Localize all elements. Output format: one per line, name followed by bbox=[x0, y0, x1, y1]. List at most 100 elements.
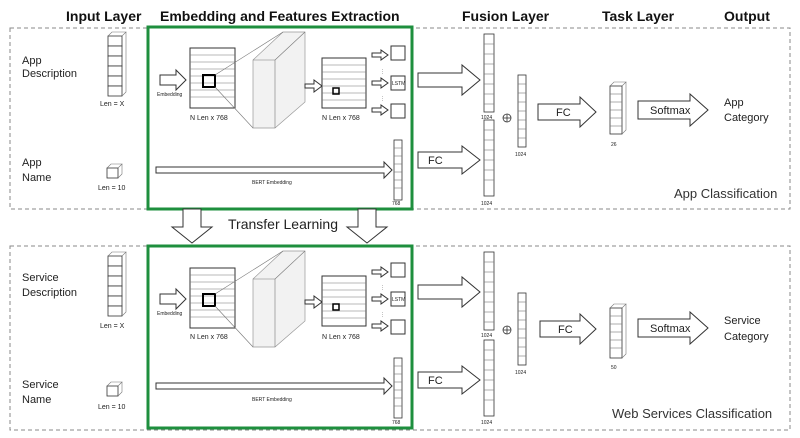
app-softmax-arrow bbox=[637, 92, 709, 128]
service-fusion-vector-1 bbox=[483, 251, 495, 331]
service-bert-vector bbox=[393, 357, 403, 419]
app-task-vector bbox=[609, 81, 627, 135]
header-output: Output bbox=[724, 8, 770, 24]
app-fusion-dim-2: 1024 bbox=[481, 201, 492, 207]
app-fc-label-2: FC bbox=[556, 107, 571, 119]
service-fusion-dim-2: 1024 bbox=[481, 420, 492, 426]
app-name-label-2: Name bbox=[22, 172, 51, 184]
transfer-arrow-right bbox=[345, 208, 389, 244]
service-fusion-vector-2 bbox=[483, 339, 495, 417]
service-concat-vector bbox=[517, 292, 527, 366]
app-bert-arrow bbox=[155, 160, 393, 180]
service-lstm-label: LSTM bbox=[392, 297, 405, 303]
app-embedding-highlight bbox=[146, 25, 414, 211]
service-pool-arrow bbox=[304, 295, 323, 309]
app-desc-label-1: App bbox=[22, 55, 42, 67]
app-desc-label-2: Description bbox=[22, 68, 77, 80]
service-name-label-2: Name bbox=[22, 394, 51, 406]
header-embedding: Embedding and Features Extraction bbox=[160, 8, 400, 24]
service-bert-dim: 768 bbox=[392, 420, 401, 426]
app-concat-icon bbox=[502, 113, 512, 123]
app-fc-arrow-1 bbox=[417, 144, 481, 176]
service-name-cube bbox=[106, 381, 123, 397]
header-task: Task Layer bbox=[602, 8, 675, 24]
transfer-section: Transfer Learning bbox=[170, 208, 389, 244]
service-name-label-1: Service bbox=[22, 379, 59, 391]
app-concat-dim: 1024 bbox=[515, 152, 526, 158]
header-fusion: Fusion Layer bbox=[462, 8, 550, 24]
service-task-vector bbox=[609, 303, 627, 359]
service-desc-len: Len = X bbox=[100, 323, 125, 330]
service-name-len: Len = 10 bbox=[98, 404, 126, 411]
app-desc-len: Len = X bbox=[100, 101, 125, 108]
service-caption: Web Services Classification bbox=[612, 406, 772, 421]
service-embedding-arrow bbox=[159, 287, 187, 311]
service-conv-prism bbox=[214, 250, 306, 348]
app-lstm-stack: ⋮ ⋮ bbox=[371, 45, 406, 119]
app-matrix-1 bbox=[189, 47, 236, 109]
service-output-2: Category bbox=[724, 331, 769, 343]
app-fc-arrow-2 bbox=[537, 95, 597, 129]
service-panel: Service Description Service Name Len = X… bbox=[22, 244, 772, 430]
app-matrix-label-1: N Len x 768 bbox=[190, 115, 228, 122]
service-bert-label: BERT Embedding bbox=[252, 397, 292, 403]
app-fusion-dim-1: 1024 bbox=[481, 115, 492, 121]
service-matrix-label-1: N Len x 768 bbox=[190, 334, 228, 341]
service-desc-label-1: Service bbox=[22, 272, 59, 284]
service-fc-label-2: FC bbox=[558, 324, 573, 336]
transfer-label: Transfer Learning bbox=[228, 216, 338, 232]
service-fc-label-1: FC bbox=[428, 375, 443, 387]
service-matrix-1 bbox=[189, 267, 236, 329]
app-output-1: App bbox=[724, 97, 744, 109]
app-lstm-label: LSTM bbox=[392, 81, 405, 87]
svg-text:⋮: ⋮ bbox=[380, 69, 385, 75]
app-pool-arrow bbox=[304, 79, 323, 93]
app-desc-vector bbox=[107, 31, 127, 97]
service-softmax-arrow bbox=[637, 310, 709, 346]
service-concat-dim: 1024 bbox=[515, 370, 526, 376]
service-matrix-2 bbox=[321, 275, 367, 327]
header-input-layer: Input Layer bbox=[66, 8, 142, 24]
app-bert-vector bbox=[393, 139, 403, 201]
service-embedding-highlight bbox=[146, 244, 414, 430]
app-concat-vector bbox=[517, 74, 527, 148]
app-name-label-1: App bbox=[22, 157, 42, 169]
service-concat-icon bbox=[502, 325, 512, 335]
app-panel: App Description App Name Len = X Len = 1… bbox=[22, 25, 777, 211]
service-fc-arrow-1 bbox=[417, 364, 481, 396]
service-desc-vector bbox=[107, 251, 127, 317]
transfer-arrow-left bbox=[170, 208, 214, 244]
app-task-dim: 26 bbox=[611, 142, 617, 148]
app-bert-label: BERT Embedding bbox=[252, 180, 292, 186]
service-embedding-label: Embedding bbox=[157, 311, 183, 317]
app-fc-label-1: FC bbox=[428, 155, 443, 167]
service-output-1: Service bbox=[724, 315, 761, 327]
app-fusion-vector-1 bbox=[483, 33, 495, 113]
app-embedding-arrow bbox=[159, 68, 187, 92]
app-softmax-label: Softmax bbox=[650, 105, 691, 117]
app-embedding-label: Embedding bbox=[157, 92, 183, 98]
service-fusion-dim-1: 1024 bbox=[481, 333, 492, 339]
app-fusion-vector-2 bbox=[483, 119, 495, 197]
app-matrix-label-2: N Len x 768 bbox=[322, 115, 360, 122]
service-fc-arrow-2 bbox=[539, 312, 597, 346]
service-matrix-label-2: N Len x 768 bbox=[322, 334, 360, 341]
service-panel-border bbox=[9, 245, 791, 431]
service-bert-arrow bbox=[155, 376, 393, 396]
app-matrix-2 bbox=[321, 57, 367, 109]
app-output-2: Category bbox=[724, 112, 769, 124]
app-fusion-arrow-1 bbox=[417, 63, 481, 97]
svg-text:⋮: ⋮ bbox=[380, 96, 385, 102]
app-bert-dim: 768 bbox=[392, 201, 401, 207]
service-softmax-label: Softmax bbox=[650, 323, 691, 335]
app-conv-prism bbox=[214, 31, 306, 129]
svg-text:⋮: ⋮ bbox=[380, 285, 385, 291]
service-lstm-stack: ⋮ ⋮ bbox=[371, 262, 406, 335]
app-name-cube bbox=[106, 163, 123, 179]
service-desc-label-2: Description bbox=[22, 287, 77, 299]
service-task-dim: 50 bbox=[611, 365, 617, 371]
app-caption: App Classification bbox=[674, 186, 777, 201]
app-name-len: Len = 10 bbox=[98, 185, 126, 192]
service-fusion-arrow-1 bbox=[417, 275, 481, 309]
